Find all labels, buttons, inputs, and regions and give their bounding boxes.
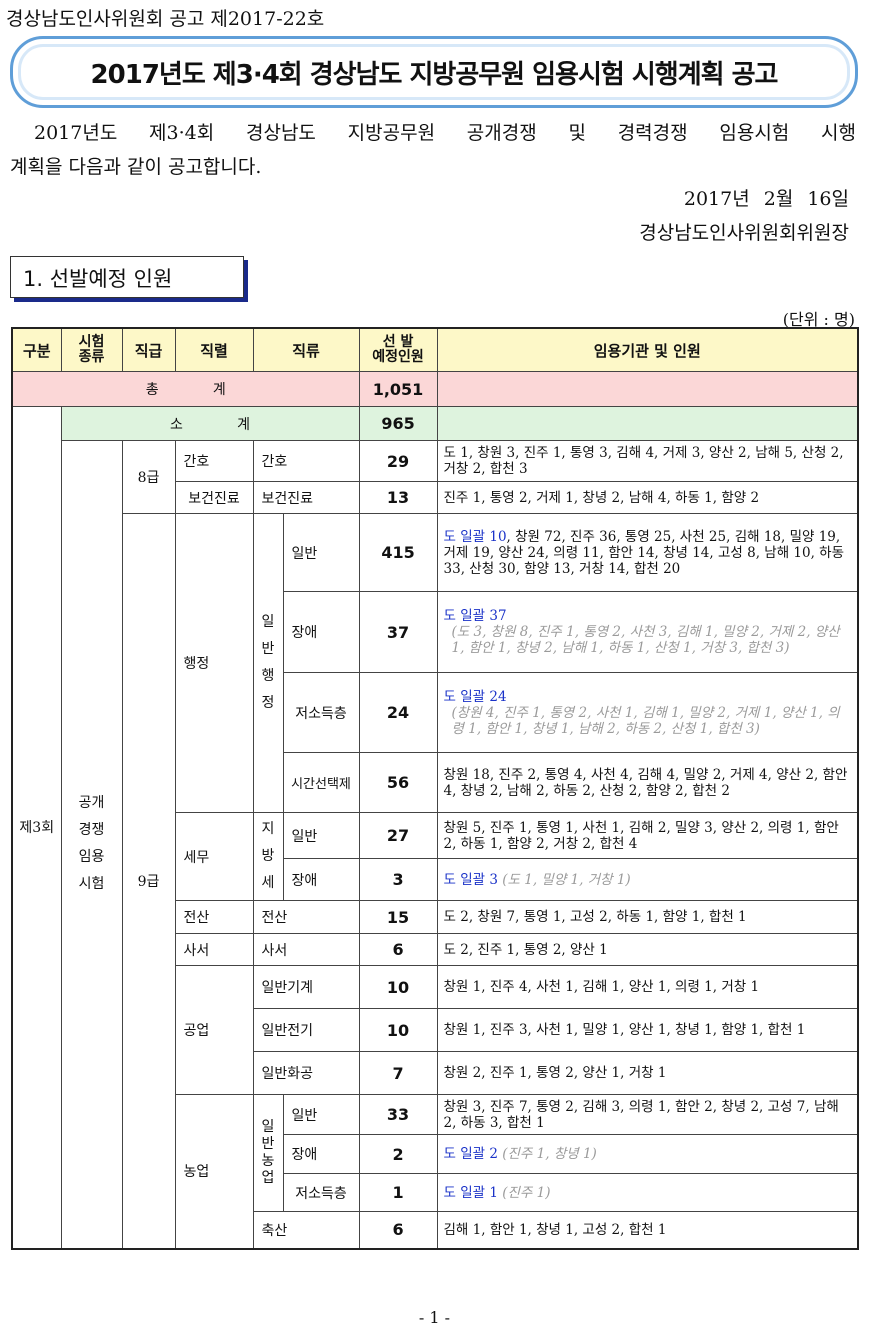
issuer: 경상남도인사위원회위원장 bbox=[639, 222, 849, 244]
table-row: 축산 6 김해 1, 함안 1, 창녕 1, 고성 2, 합천 1 bbox=[12, 1211, 859, 1249]
intro-line-2: 계획을 다음과 같이 공고합니다. bbox=[10, 156, 262, 178]
subtotal-value: 965 bbox=[358, 406, 438, 441]
table-row: 장애 37 도 일괄 37(도 3, 창원 8, 진주 1, 통영 2, 사천 … bbox=[12, 591, 859, 673]
header-grade: 직급 bbox=[121, 327, 176, 372]
table-row: 일반화공 7 창원 2, 진주 1, 통영 2, 양산 1, 거창 1 bbox=[12, 1051, 859, 1095]
section-title: 1. 선발예정 인원 bbox=[23, 267, 173, 291]
document-title: 2017년도 제3·4회 경상남도 지방공무원 임용시험 시행계획 공고 bbox=[90, 60, 779, 90]
table-row: 일반전기 10 창원 1, 진주 3, 사천 1, 밀양 1, 양산 1, 창녕… bbox=[12, 1008, 859, 1052]
table-row: 전산 전산 15 도 2, 창원 7, 통영 1, 고성 2, 하동 1, 함양… bbox=[12, 900, 859, 934]
table-row: 보건진료 보건진료 13 진주 1, 통영 2, 거제 1, 창녕 2, 남해 … bbox=[12, 481, 859, 514]
header-series: 직렬 bbox=[174, 327, 254, 372]
table-row: 장애 3 도 일괄 3 (도 1, 밀양 1, 거창 1) bbox=[12, 858, 859, 901]
unit-label: (단위 : 명) bbox=[782, 310, 855, 329]
table-row: 장애 2 도 일괄 2 (진주 1, 창녕 1) bbox=[12, 1134, 859, 1174]
grade-9: 9급 bbox=[121, 513, 176, 1249]
table-row: 시간선택제 56 창원 18, 진주 2, 통영 4, 사천 4, 김해 4, … bbox=[12, 752, 859, 813]
header-division: 구분 bbox=[11, 327, 62, 372]
title-box: 2017년도 제3·4회 경상남도 지방공무원 임용시험 시행계획 공고 bbox=[10, 36, 858, 108]
table-row: 저소득층 24 도 일괄 24(창원 4, 진주 1, 통영 2, 사천 1, … bbox=[12, 672, 859, 753]
header-agencies: 임용기관 및 인원 bbox=[436, 327, 859, 372]
table-row: 공업 일반기계 10 창원 1, 진주 4, 사천 1, 김해 1, 양산 1,… bbox=[12, 965, 859, 1095]
header-job: 직류 bbox=[252, 327, 360, 372]
intro-line-1: 2017년도 제3·4회 경상남도 지방공무원 공개경쟁 및 경력경쟁 임용시험… bbox=[34, 122, 856, 144]
section-heading: 1. 선발예정 인원 bbox=[10, 256, 244, 298]
table-row: 사서 사서 6 도 2, 진주 1, 통영 2, 양산 1 bbox=[12, 933, 859, 966]
notice-number: 경상남도인사위원회 공고 제2017-22호 bbox=[6, 8, 325, 30]
round-label: 제3회 bbox=[11, 406, 62, 1249]
announcement-date: 2017년 2월 16일 bbox=[683, 188, 849, 210]
intro-paragraph: 2017년도 제3·4회 경상남도 지방공무원 공개경쟁 및 경력경쟁 임용시험… bbox=[10, 116, 856, 184]
grade-8: 8급 bbox=[121, 440, 176, 514]
total-value: 1,051 bbox=[358, 371, 438, 407]
page-number: - 1 - bbox=[418, 1308, 451, 1327]
